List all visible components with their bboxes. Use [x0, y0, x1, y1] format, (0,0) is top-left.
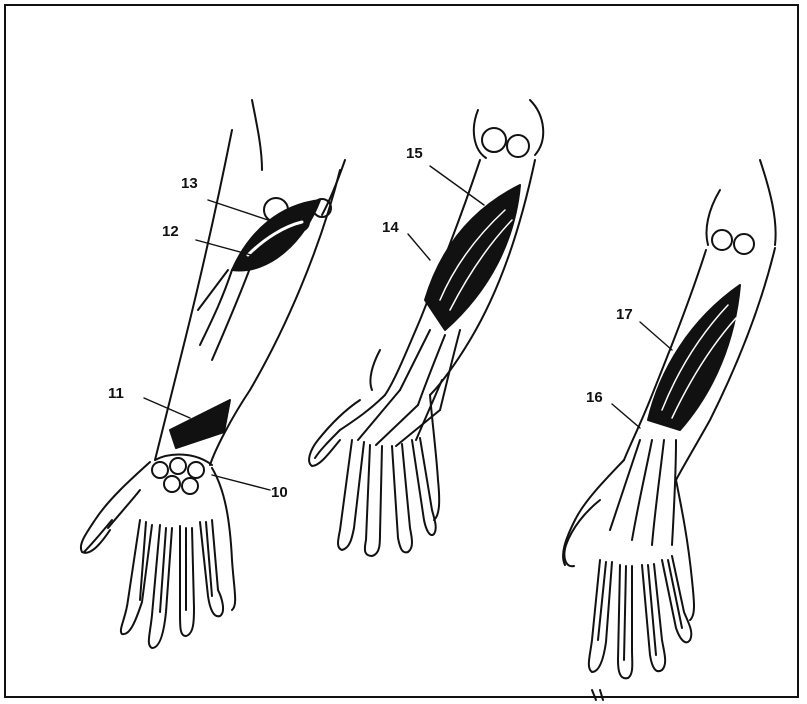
label-11: 11 — [108, 386, 124, 401]
label-15: 15 — [406, 146, 423, 161]
label-14: 14 — [382, 220, 399, 235]
leader-13 — [208, 200, 268, 220]
leader-17 — [640, 322, 672, 350]
leader-14 — [408, 234, 430, 260]
leader-lines — [144, 166, 672, 490]
label-10: 10 — [271, 485, 288, 500]
label-13: 13 — [181, 176, 198, 191]
label-12: 12 — [162, 224, 179, 239]
label-17: 17 — [616, 307, 633, 322]
left-arm — [81, 100, 345, 648]
middle-arm — [309, 100, 543, 556]
leader-16 — [612, 404, 640, 428]
label-16: 16 — [586, 390, 603, 405]
right-arm — [563, 160, 776, 678]
